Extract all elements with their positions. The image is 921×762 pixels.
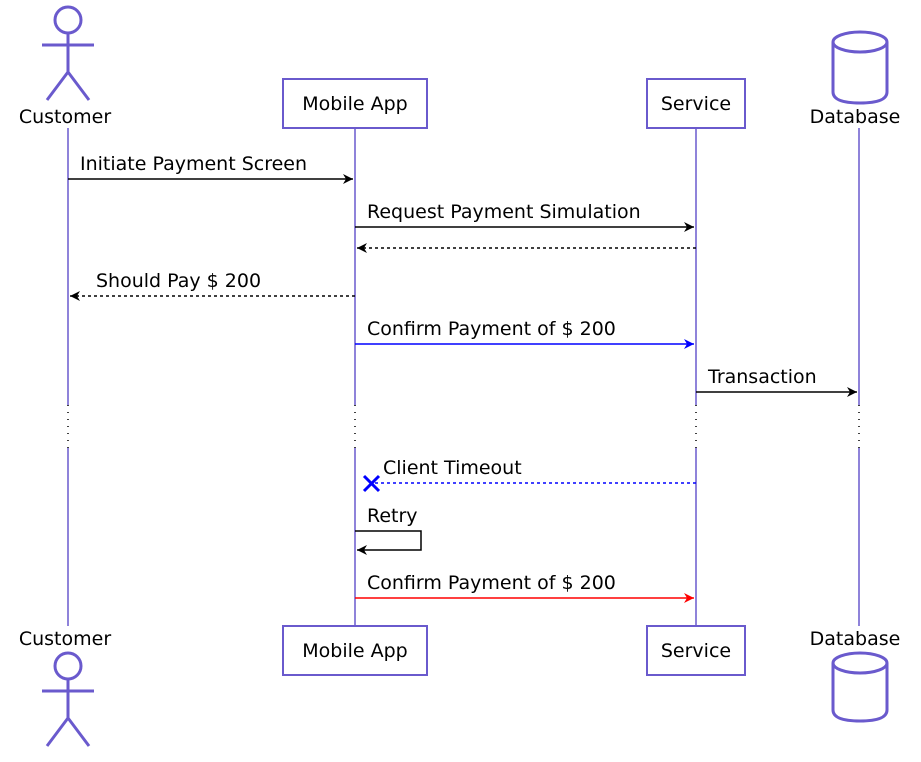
actor-icon (42, 5, 94, 101)
database-icon (831, 30, 889, 105)
participant-label: Database (810, 628, 901, 650)
message-label: Should Pay $ 200 (96, 270, 261, 292)
participant-label: Mobile App (302, 640, 407, 662)
message-label: Transaction (707, 366, 817, 388)
lost-message-x-icon (362, 474, 381, 493)
message-client-timeout: Client Timeout (362, 457, 696, 493)
participant-label: Customer (19, 106, 111, 128)
participant-label: Service (661, 640, 731, 662)
message-request-payment-simulation: Request Payment Simulation (355, 201, 694, 232)
message-label: Request Payment Simulation (367, 201, 641, 223)
message-should-pay: Should Pay $ 200 (70, 270, 355, 301)
message-label: Client Timeout (383, 457, 522, 479)
participant-label: Service (661, 93, 731, 115)
participant-mobile-app-top: Mobile App (282, 78, 428, 129)
message-retry: Retry (355, 505, 422, 555)
participant-service-bottom: Service (646, 625, 746, 676)
message-confirm-payment-red: Confirm Payment of $ 200 (355, 572, 694, 603)
participant-database-bottom: Database (810, 628, 901, 723)
message-label: Retry (367, 505, 418, 527)
database-icon (831, 651, 889, 723)
participant-customer-top: Customer (19, 5, 111, 128)
participant-label: Mobile App (302, 93, 407, 115)
participant-label: Customer (19, 628, 111, 650)
message-label: Confirm Payment of $ 200 (367, 318, 616, 340)
actor-icon (42, 651, 94, 747)
participant-label: Database (810, 106, 901, 128)
message-confirm-payment-blue: Confirm Payment of $ 200 (355, 318, 694, 349)
message-label: Confirm Payment of $ 200 (367, 572, 616, 594)
participant-service-top: Service (646, 78, 746, 129)
message-transaction: Transaction (696, 366, 857, 397)
message-initiate-payment-screen: Initiate Payment Screen (68, 153, 353, 184)
participant-database-top: Database (810, 30, 901, 128)
message-label: Initiate Payment Screen (80, 153, 307, 175)
participant-mobile-app-bottom: Mobile App (282, 625, 428, 676)
participant-customer-bottom: Customer (19, 628, 111, 747)
